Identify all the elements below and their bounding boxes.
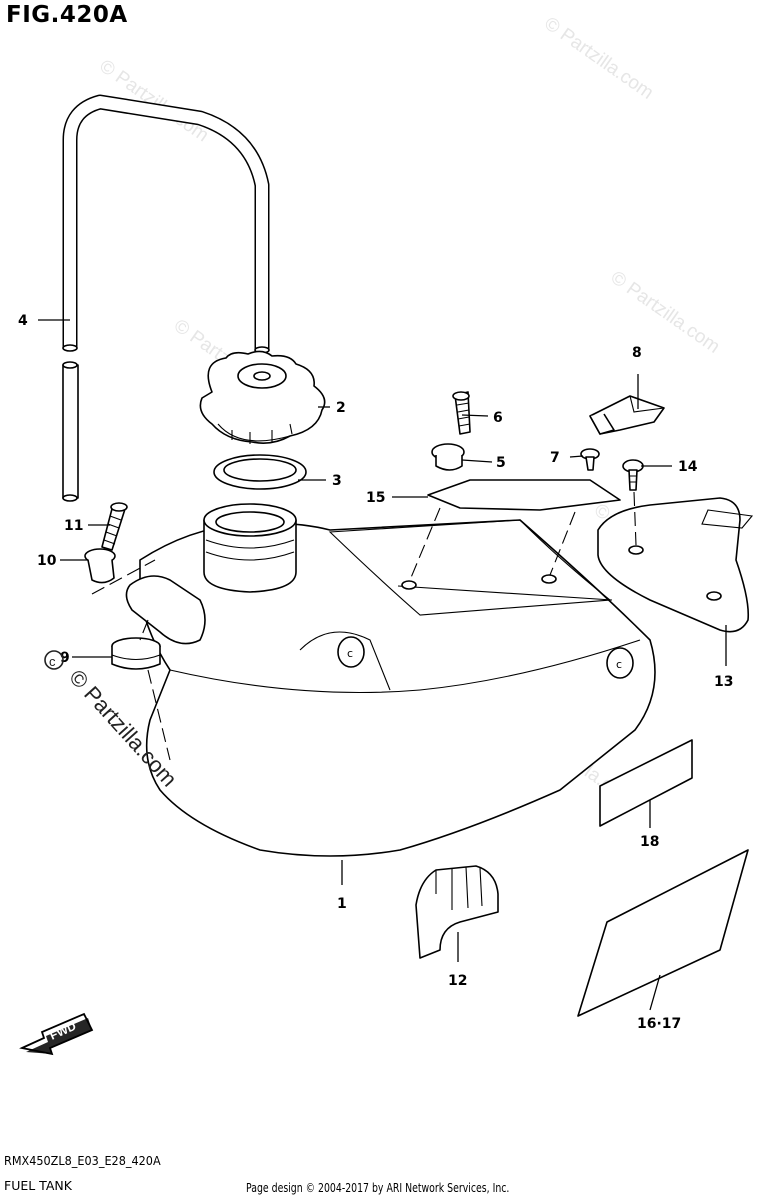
callout-16-17: 16·17 [637, 1016, 681, 1032]
callout-12: 12 [448, 973, 467, 989]
callout-3: 3 [332, 473, 342, 489]
clip-part-12 [415, 865, 499, 959]
svg-text:c: c [49, 654, 56, 669]
callout-2: 2 [336, 400, 346, 416]
fuel-tank-part: c c [125, 503, 656, 857]
figure-title: FIG.420A [6, 2, 128, 28]
model-code: RMX450ZL8_E03_E28_420A [4, 1153, 161, 1168]
screw-part-7 [580, 448, 600, 471]
gasket-part [213, 454, 307, 490]
collar-part-5 [431, 443, 465, 471]
callout-18: 18 [640, 834, 659, 850]
callout-labels: 4 2 3 5 6 7 8 14 15 11 10 9 1 12 18 13 1… [18, 313, 733, 1032]
screw-part-6 [452, 391, 471, 435]
leader-lines [38, 319, 727, 1011]
fuel-cap-part [199, 350, 326, 444]
callout-11: 11 [64, 518, 83, 534]
callout-9: 9 [60, 650, 70, 666]
clip-part-8 [589, 395, 665, 435]
callout-14: 14 [678, 459, 698, 475]
label-part-16-17 [577, 849, 749, 1017]
callout-8: 8 [632, 345, 642, 361]
page-credit: Page design © 2004-2017 by ARI Network S… [246, 1181, 510, 1195]
bracket-part-13 [597, 497, 754, 633]
label-part-18 [599, 739, 693, 827]
callout-13: 13 [714, 674, 733, 690]
bolt-part-14 [622, 459, 644, 491]
callout-7: 7 [550, 450, 560, 466]
watermark-text: © Partzilla.com [607, 267, 724, 358]
callout-4: 4 [18, 313, 28, 329]
callout-1: 1 [337, 896, 347, 912]
plate-part-15 [427, 479, 621, 511]
callout-15: 15 [366, 490, 385, 506]
collar-part-10 [84, 548, 116, 584]
bolt-part-11 [101, 502, 128, 551]
cushion-part-9 [111, 637, 161, 670]
callout-10: 10 [37, 553, 57, 569]
svg-text:c: c [616, 658, 622, 671]
watermark-text: © Partzilla.com [540, 13, 657, 104]
callout-6: 6 [493, 410, 503, 426]
callout-5: 5 [496, 455, 506, 471]
figure-name: FUEL TANK [4, 1178, 72, 1193]
breather-hose-part [62, 94, 270, 502]
svg-text:c: c [347, 647, 353, 660]
forward-arrow: FWD [19, 1012, 94, 1056]
